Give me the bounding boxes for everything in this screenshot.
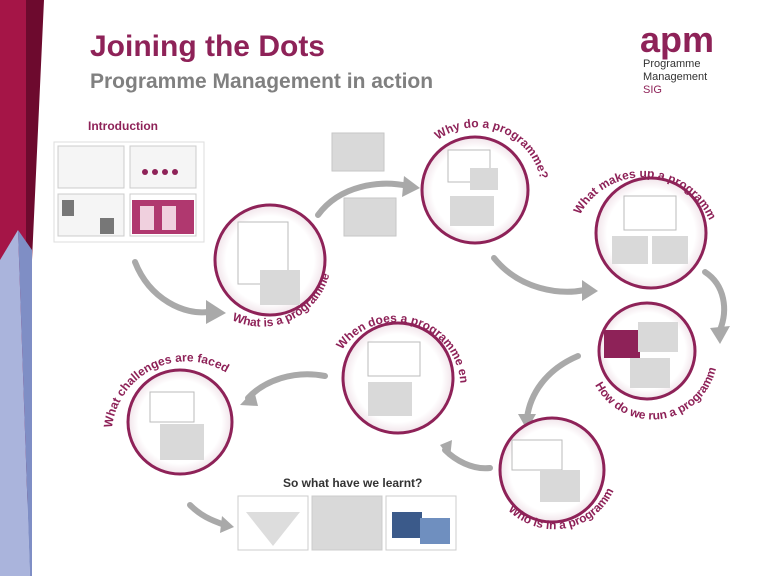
floating-slides [331,132,397,237]
logo-line-3: SIG [643,84,662,96]
step-circle-makes-up [594,176,708,290]
step-circle-when-end [341,321,455,435]
arrow-heads [206,176,730,533]
left-decoration [0,0,44,576]
logo-line-1: Programme [643,58,701,70]
intro-label: Introduction [88,119,158,133]
step-circle-who [498,416,606,524]
step-circle-how-run [597,301,697,401]
step-circle-challenges [126,368,234,476]
step-circle-what-is [213,203,327,317]
apm-logo: apm [640,19,714,60]
step-circle-why [420,135,530,245]
logo-line-2: Management [643,71,708,83]
summary-slides [237,495,457,551]
intro-slides [53,141,205,243]
logo-subtext: Programme Management SIG [643,58,707,97]
page-title: Joining the Dots [90,30,325,63]
page-subtitle: Programme Management in action [90,70,434,93]
summary-title: So what have we learnt? [283,476,423,490]
